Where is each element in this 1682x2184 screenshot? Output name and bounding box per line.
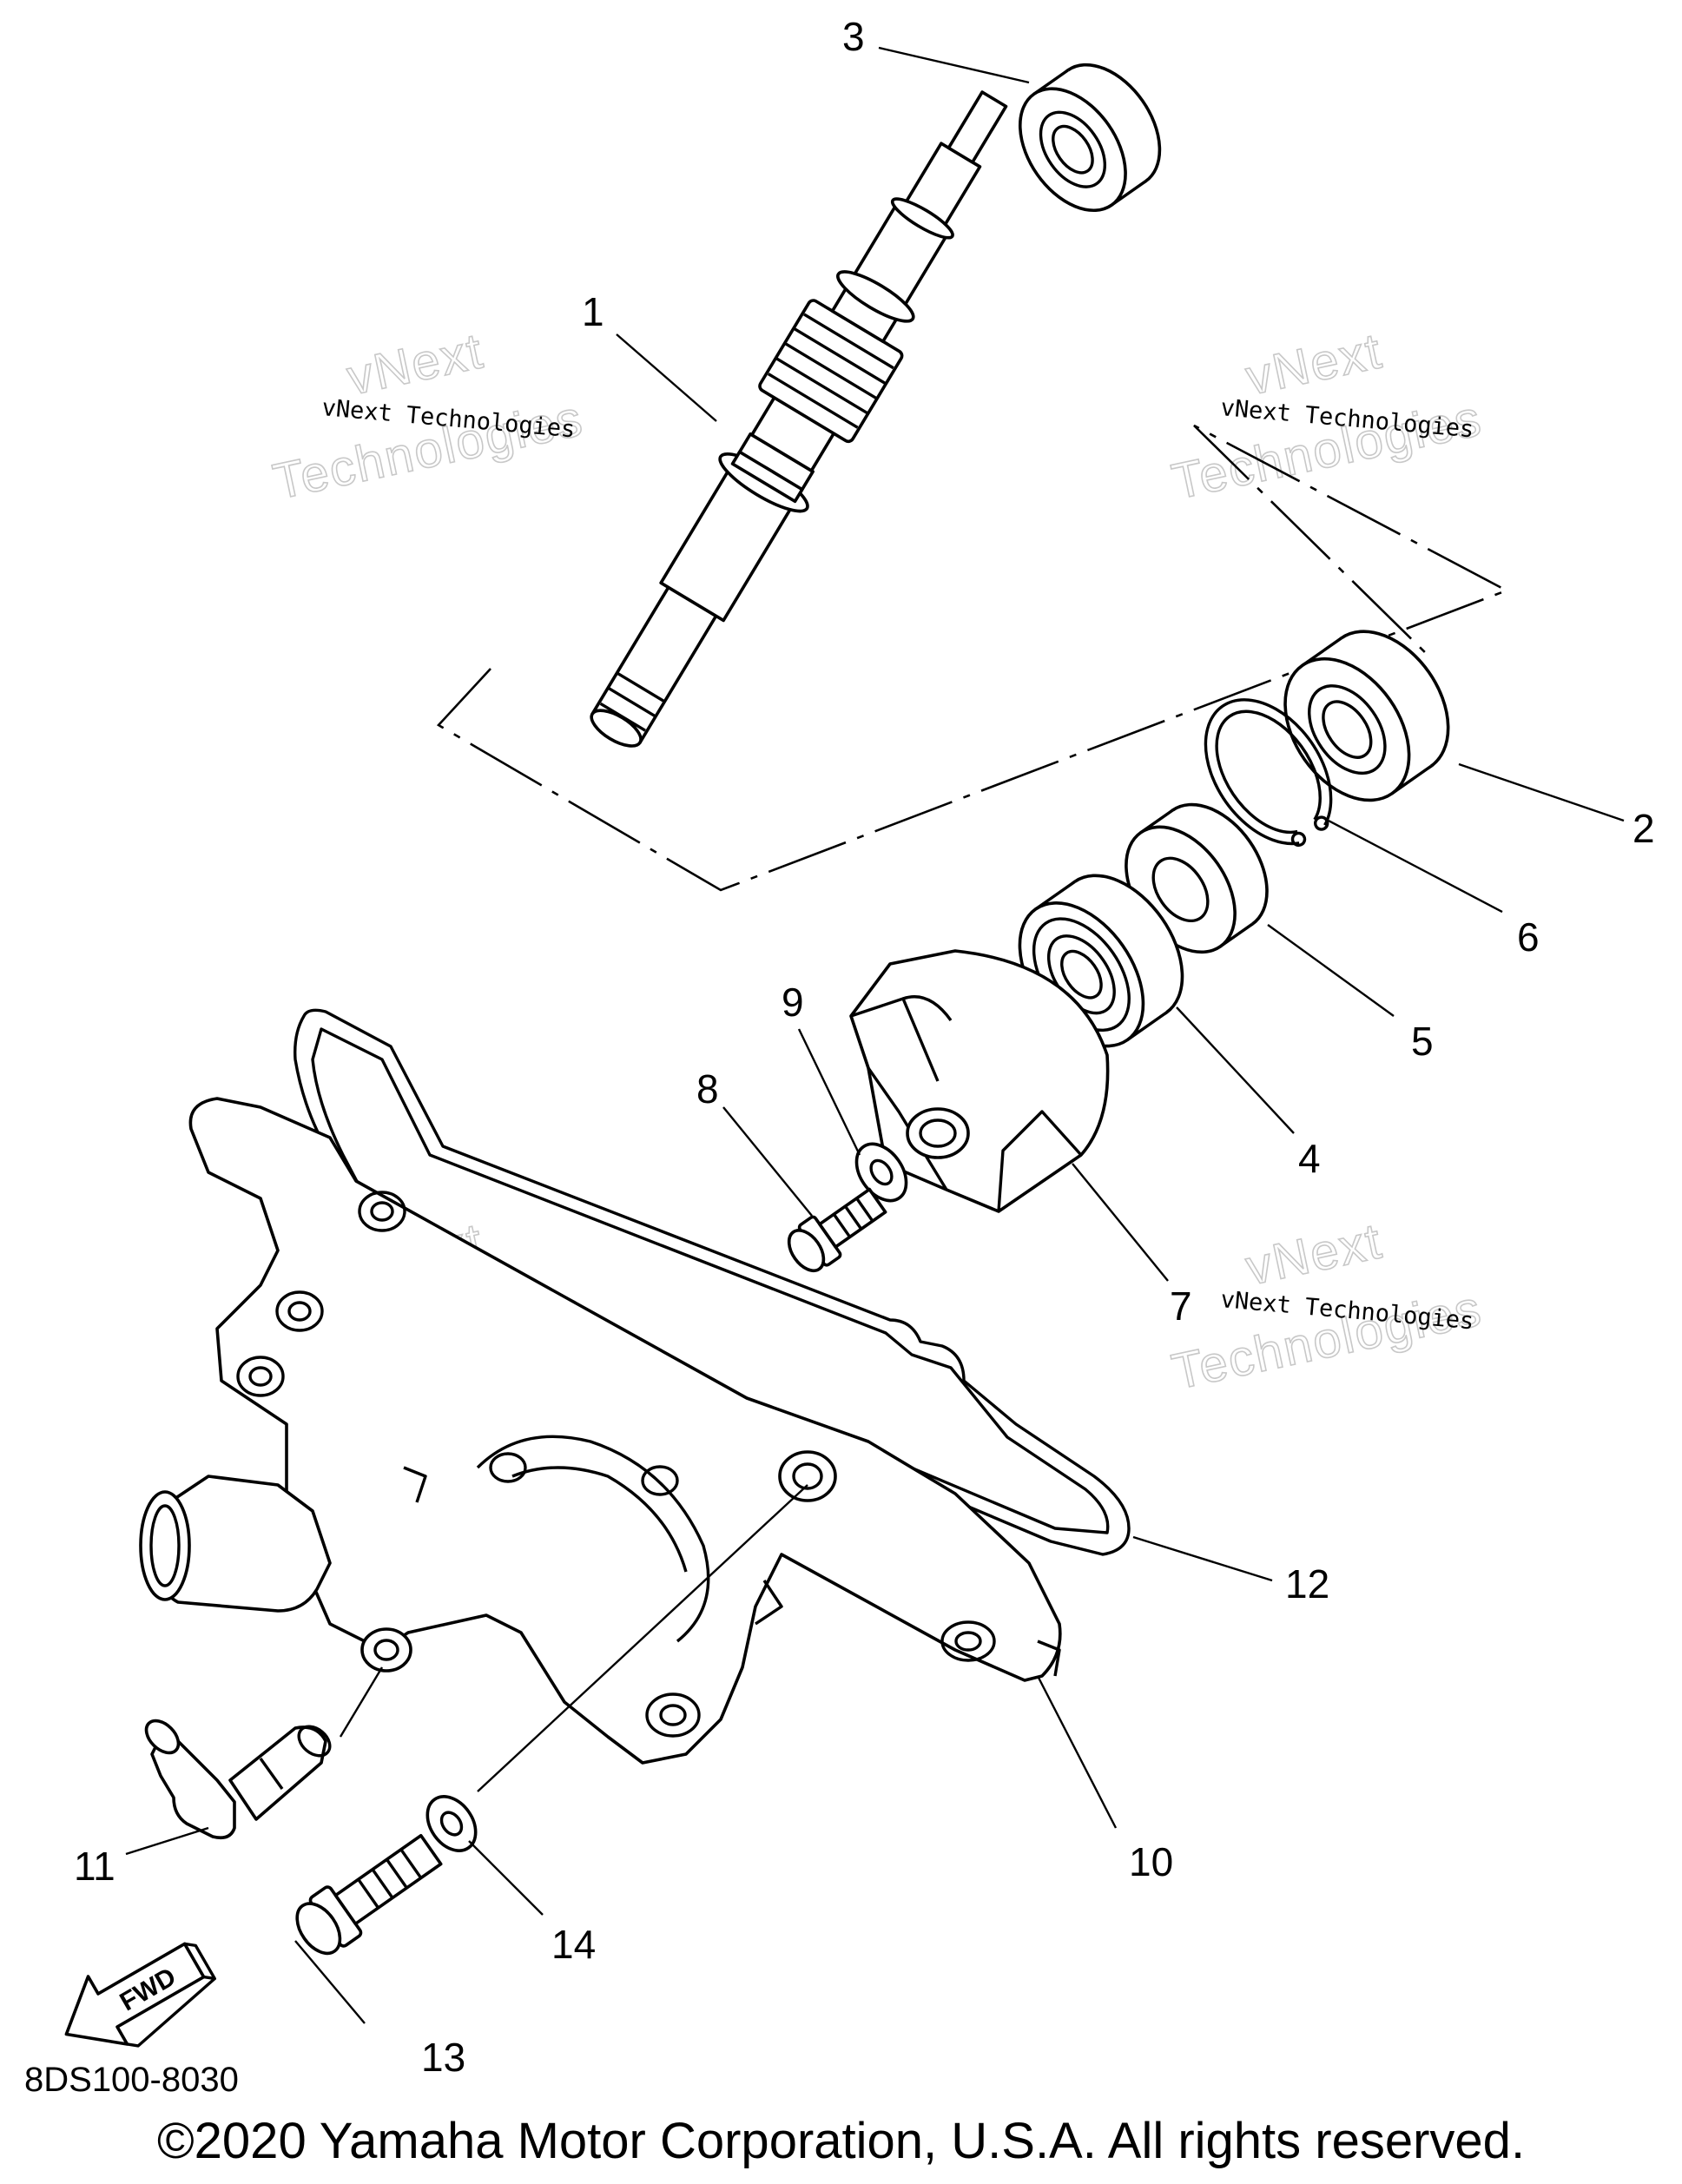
copyright-notice: ©2020 Yamaha Motor Corporation, U.S.A. A…: [156, 2113, 1526, 2169]
assembly-bracket-line: [436, 424, 1510, 892]
impeller-part-7: [849, 949, 1110, 1213]
bolt-part-13: [295, 1833, 443, 1956]
callout-13: 13: [421, 2035, 465, 2080]
diagram-code: 8DS100-8030: [24, 2061, 239, 2099]
callout-labels: 1 2 3 4 5 6 7 8 9 10 11 12 13 14: [74, 14, 1655, 2080]
callout-5: 5: [1411, 1019, 1434, 1064]
callout-8: 8: [696, 1066, 719, 1112]
mechanical-seal-part-4: [1018, 874, 1184, 1048]
callout-9: 9: [782, 980, 804, 1025]
callout-6: 6: [1517, 914, 1540, 960]
callout-10: 10: [1129, 1839, 1173, 1884]
watermark-top-right: vNext Technologies vNext Technologies: [1166, 321, 1487, 511]
callout-3: 3: [842, 14, 865, 59]
hose-fitting-part-11: [144, 1719, 332, 1840]
callout-11: 11: [74, 1844, 115, 1889]
callout-2: 2: [1633, 806, 1655, 851]
svg-text:vNext: vNext: [1241, 1212, 1387, 1296]
washer-part-14: [425, 1795, 478, 1852]
gasket-part-12: [294, 1008, 1131, 1556]
impeller-shaft-part-1: [590, 90, 1008, 748]
callout-7: 7: [1170, 1283, 1192, 1329]
svg-text:vNext: vNext: [1241, 322, 1387, 406]
callout-4: 4: [1298, 1136, 1321, 1181]
callout-1: 1: [582, 289, 604, 334]
callout-12: 12: [1285, 1561, 1329, 1607]
watermark-top-left: vNext Technologies vNext Technologies: [267, 321, 589, 511]
callout-14: 14: [551, 1922, 596, 1967]
watermark-middle-right: vNext Technologies vNext Technologies: [1166, 1211, 1487, 1401]
forward-arrow-icon: FWD: [64, 1942, 216, 2048]
pump-housing-part-10: [139, 1097, 1062, 1765]
svg-text:vNext: vNext: [342, 322, 488, 406]
bearing-part-2: [1283, 630, 1450, 802]
bearing-part-3: [1018, 63, 1162, 213]
washer-part-9: [854, 1142, 908, 1203]
leader-lines: [125, 46, 1625, 2024]
circlip-part-6: [1204, 698, 1333, 848]
bolt-part-8: [787, 1187, 887, 1273]
